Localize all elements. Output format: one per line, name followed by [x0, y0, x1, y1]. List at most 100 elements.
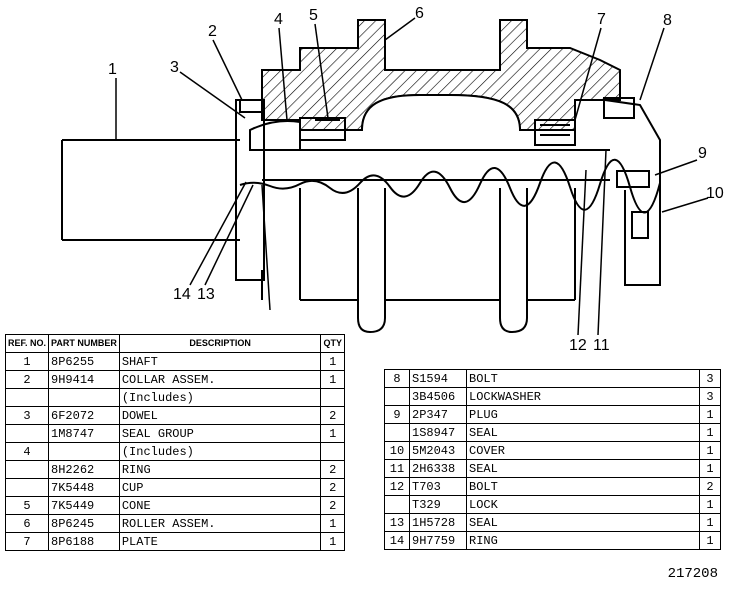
- description-cell: RING: [466, 531, 700, 550]
- lower-center-line: [261, 184, 271, 311]
- qty-cell: 3: [699, 387, 721, 406]
- qty-cell: 2: [699, 477, 721, 496]
- qty-cell: 2: [320, 496, 345, 515]
- ref-no-cell: 4: [4, 442, 50, 461]
- ref-no-cell: 8: [384, 369, 410, 388]
- part-number-cell: 8P6245: [48, 514, 120, 533]
- description-cell: SEAL: [466, 513, 700, 532]
- description-cell: CUP: [118, 478, 322, 497]
- ref-no-cell: 11: [384, 459, 410, 478]
- description-cell: LOCK: [466, 495, 700, 514]
- header-description: DESCRIPTION: [118, 334, 322, 353]
- callout-11: 11: [593, 337, 610, 354]
- ref-no-cell: [4, 388, 50, 407]
- callout-4: 4: [274, 11, 283, 28]
- bearing-right: [534, 119, 576, 146]
- callout-7: 7: [597, 11, 606, 28]
- description-cell: COLLAR ASSEM.: [118, 370, 322, 389]
- roller-assembly-drawing: [61, 17, 709, 335]
- ref-no-cell: 12: [384, 477, 410, 496]
- ref-no-cell: [384, 495, 410, 514]
- ref-no-cell: [4, 424, 50, 443]
- description-cell: SHAFT: [118, 352, 322, 371]
- lower-flange-left: [357, 188, 386, 334]
- header-ref-no: REF. NO.: [4, 334, 50, 353]
- collar-dowel: [239, 99, 263, 113]
- ref-no-cell: [384, 387, 410, 406]
- qty-cell: [320, 442, 345, 461]
- qty-cell: 1: [320, 352, 345, 371]
- qty-cell: 1: [699, 423, 721, 442]
- callout-14: 14: [173, 286, 191, 303]
- lower-flange-right: [499, 188, 528, 334]
- callout-2: 2: [208, 23, 217, 40]
- ref-no-cell: [4, 460, 50, 479]
- part-number-cell: 2P347: [409, 405, 467, 424]
- ref-no-cell: [384, 423, 410, 442]
- part-number-cell: 8H2262: [48, 460, 120, 479]
- ref-no-cell: 13: [384, 513, 410, 532]
- part-number-cell: 9H7759: [409, 531, 467, 550]
- callout-3: 3: [170, 59, 179, 76]
- description-cell: BOLT: [466, 369, 700, 388]
- description-cell: PLATE: [118, 532, 322, 551]
- qty-cell: 1: [699, 441, 721, 460]
- description-cell: COVER: [466, 441, 700, 460]
- callout-13: 13: [197, 286, 215, 303]
- bolt-9: [616, 170, 650, 188]
- part-number-cell: 7K5449: [48, 496, 120, 515]
- header-part-number: PART NUMBER: [48, 334, 120, 353]
- qty-cell: 1: [699, 459, 721, 478]
- ref-no-cell: 3: [4, 406, 50, 425]
- part-number-cell: 5M2043: [409, 441, 467, 460]
- callout-5: 5: [309, 7, 318, 24]
- description-cell: CONE: [118, 496, 322, 515]
- callout-6: 6: [415, 5, 424, 22]
- part-number-cell: [48, 388, 120, 407]
- part-number-cell: [48, 442, 120, 461]
- callout-8: 8: [663, 12, 672, 29]
- qty-cell: 1: [699, 531, 721, 550]
- part-number-cell: 1S8947: [409, 423, 467, 442]
- qty-cell: 1: [320, 424, 345, 443]
- cover-plug: [631, 211, 649, 239]
- part-number-cell: T703: [409, 477, 467, 496]
- seal-left: [249, 120, 301, 151]
- callout-10: 10: [706, 185, 724, 202]
- ref-no-cell: 9: [384, 405, 410, 424]
- qty-cell: 2: [320, 460, 345, 479]
- description-cell: (Includes): [118, 442, 322, 461]
- part-number-cell: 9H9414: [48, 370, 120, 389]
- break-line: [239, 158, 661, 214]
- qty-cell: [320, 388, 345, 407]
- lower-plate: [236, 270, 263, 300]
- description-cell: (Includes): [118, 388, 322, 407]
- ref-no-cell: 2: [4, 370, 50, 389]
- part-number-cell: 3B4506: [409, 387, 467, 406]
- qty-cell: 1: [320, 370, 345, 389]
- qty-cell: 1: [699, 495, 721, 514]
- ref-no-cell: 14: [384, 531, 410, 550]
- part-number-cell: 7K5448: [48, 478, 120, 497]
- shaft-outline: [61, 139, 240, 241]
- roller-center-boss: [361, 94, 521, 131]
- ref-no-cell: 1: [4, 352, 50, 371]
- description-cell: DOWEL: [118, 406, 322, 425]
